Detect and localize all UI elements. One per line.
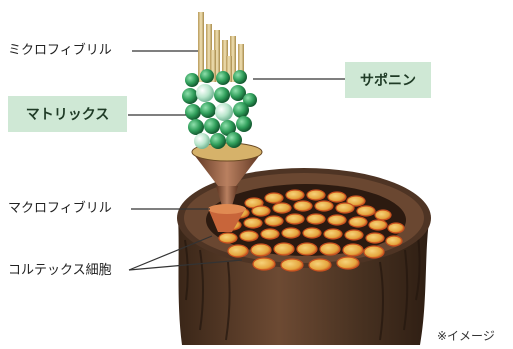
leader-line-cortex-b bbox=[128, 259, 243, 271]
label-cortex: コルテックス細胞 bbox=[8, 263, 112, 278]
matrix-spheres bbox=[182, 69, 257, 149]
leader-lines bbox=[128, 50, 345, 271]
label-matrix: マトリックス bbox=[8, 96, 127, 132]
macrofibril-cone bbox=[191, 142, 263, 232]
image-note: ※イメージ bbox=[437, 329, 495, 343]
microfibril-strands bbox=[198, 12, 244, 82]
label-microfibril: ミクロフィブリル bbox=[8, 43, 112, 58]
cortex-cells bbox=[218, 189, 405, 272]
label-saponin: サポニン bbox=[345, 62, 431, 98]
leader-line-cortex-a bbox=[128, 235, 213, 271]
label-macrofibril: マクロフィブリル bbox=[8, 201, 112, 216]
